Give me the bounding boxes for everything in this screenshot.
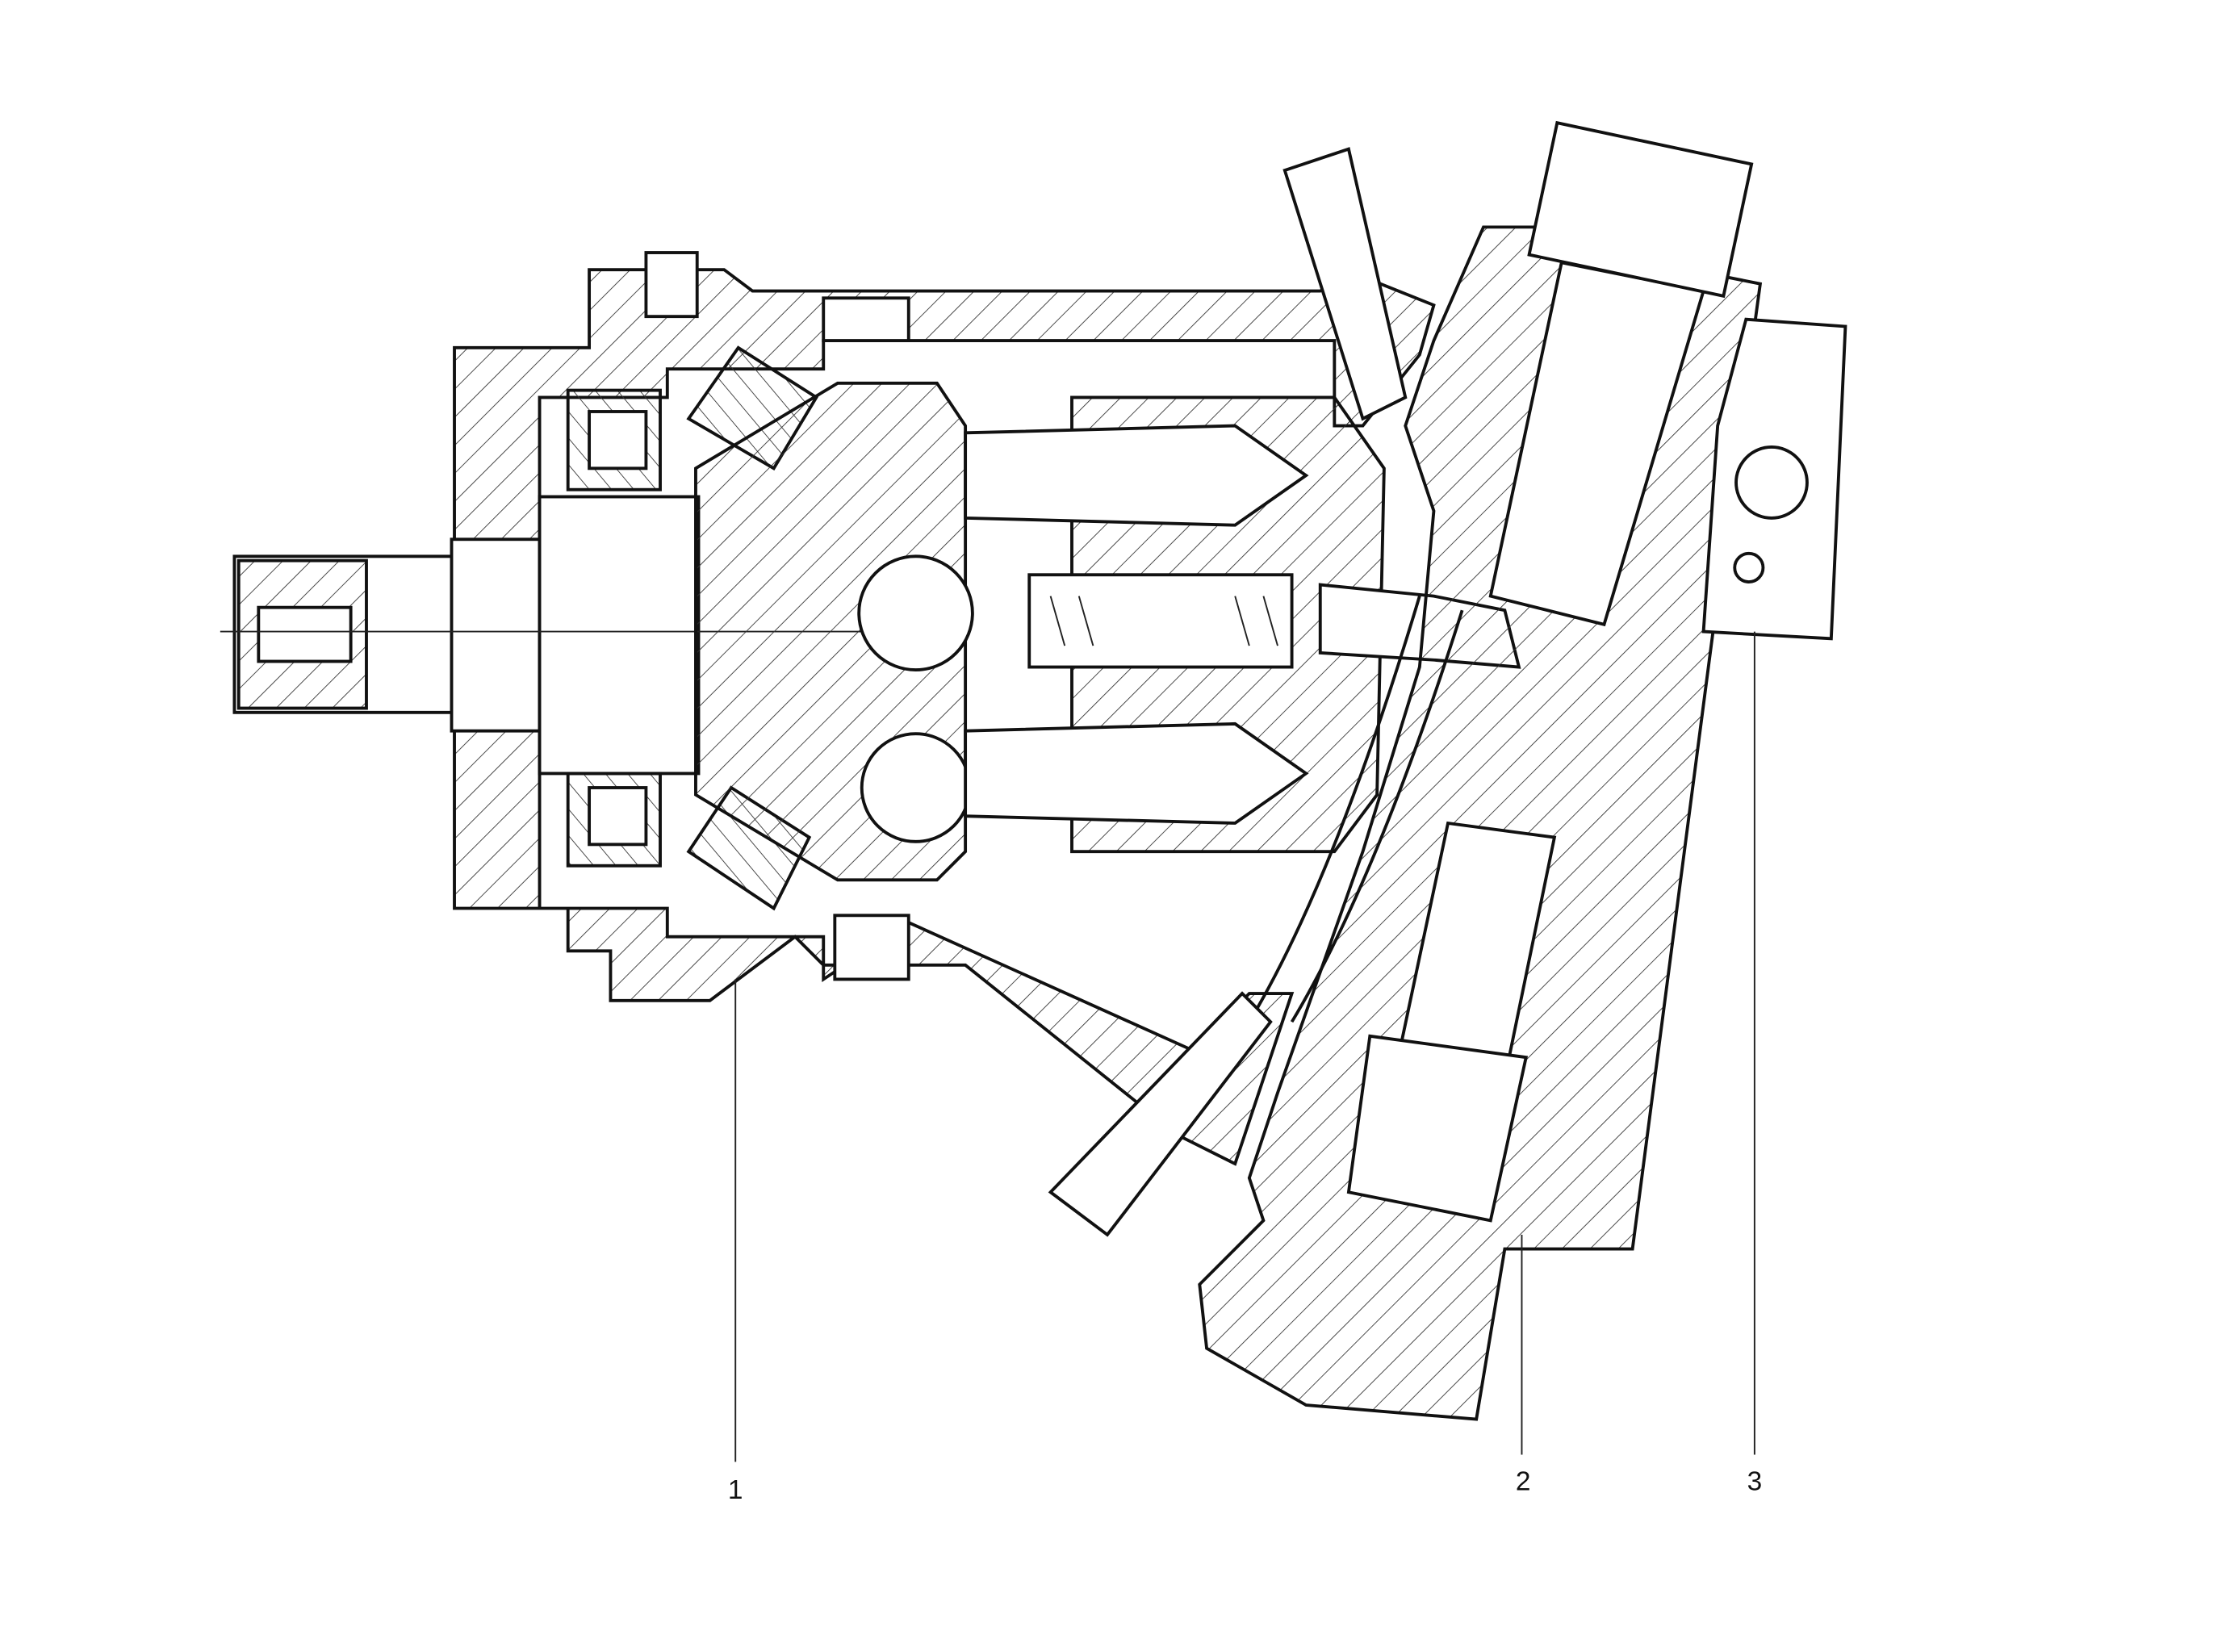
- callout-label-2: 2: [1516, 1467, 1531, 1497]
- adjusting-screws: [1048, 147, 1408, 1237]
- control-valve-block: [1527, 120, 1847, 641]
- callout-label-3: 3: [1747, 1467, 1763, 1497]
- callout-3: 3: [1747, 631, 1763, 1497]
- callout-2: 2: [1516, 1234, 1531, 1497]
- cylinder-barrel: [694, 381, 1521, 882]
- drive-shaft: [220, 495, 881, 776]
- port-housing: [1198, 225, 1763, 1421]
- callout-label-1: 1: [728, 1475, 743, 1505]
- callout-1: 1: [728, 979, 743, 1505]
- main-housing: [453, 251, 1436, 1166]
